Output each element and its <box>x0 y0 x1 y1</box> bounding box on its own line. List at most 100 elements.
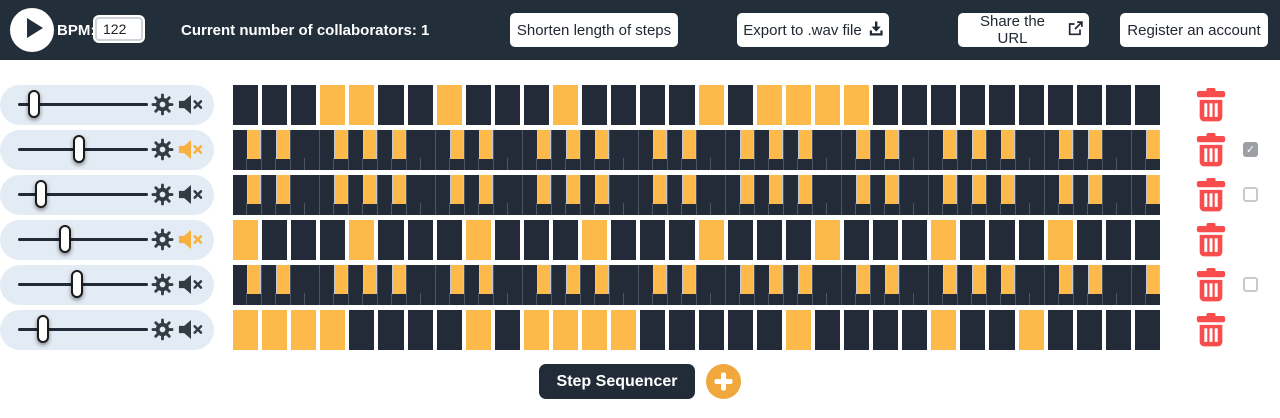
step-cell[interactable] <box>320 130 334 170</box>
step-cell[interactable] <box>378 220 404 260</box>
step-cell[interactable] <box>349 220 375 260</box>
step-cell[interactable] <box>582 310 608 350</box>
delete-track-button[interactable] <box>1196 178 1226 212</box>
step-cell[interactable] <box>784 265 798 305</box>
step-cell[interactable] <box>756 310 782 350</box>
step-cell[interactable] <box>960 220 986 260</box>
step-cell[interactable] <box>755 130 769 170</box>
step-cell[interactable] <box>1134 310 1160 350</box>
step-cell[interactable] <box>769 265 784 305</box>
step-cell[interactable] <box>247 265 262 305</box>
step-cell[interactable] <box>566 265 581 305</box>
step-cell[interactable] <box>640 220 666 260</box>
step-cell[interactable] <box>726 265 740 305</box>
step-cell[interactable] <box>755 265 769 305</box>
gear-icon[interactable] <box>151 138 174 161</box>
step-cell[interactable] <box>987 130 1001 170</box>
step-cell[interactable] <box>784 130 798 170</box>
step-cell[interactable] <box>1059 175 1074 215</box>
step-cell[interactable] <box>291 220 317 260</box>
track-checkbox[interactable]: ✓ <box>1243 142 1258 157</box>
step-cell[interactable] <box>582 85 608 125</box>
step-cell[interactable] <box>843 220 870 260</box>
step-cell[interactable] <box>1132 130 1146 170</box>
step-cell[interactable] <box>640 85 666 125</box>
step-cell[interactable] <box>784 175 798 215</box>
step-cell[interactable] <box>595 130 610 170</box>
step-cell[interactable] <box>611 310 637 350</box>
step-cell[interactable] <box>960 85 986 125</box>
step-cell[interactable] <box>349 175 363 215</box>
step-cell[interactable] <box>668 265 682 305</box>
step-cell[interactable] <box>885 175 900 215</box>
step-cell[interactable] <box>1074 130 1088 170</box>
step-cell[interactable] <box>1030 265 1045 305</box>
step-cell[interactable] <box>943 175 958 215</box>
step-cell[interactable] <box>1134 220 1160 260</box>
register-account-button[interactable]: Register an account <box>1120 13 1268 47</box>
step-cell[interactable] <box>900 175 914 215</box>
step-cell[interactable] <box>552 175 566 215</box>
step-cell[interactable] <box>1045 130 1059 170</box>
step-cell[interactable] <box>814 220 840 260</box>
step-cell[interactable] <box>262 130 276 170</box>
step-cell[interactable] <box>1047 310 1073 350</box>
step-cell[interactable] <box>785 220 811 260</box>
step-cell[interactable] <box>639 265 653 305</box>
step-cell[interactable] <box>523 310 550 350</box>
volume-slider[interactable] <box>18 135 148 165</box>
step-cell[interactable] <box>856 130 871 170</box>
step-cell[interactable] <box>436 220 462 260</box>
step-cell[interactable] <box>740 175 755 215</box>
step-cell[interactable] <box>929 265 943 305</box>
step-cell[interactable] <box>421 130 436 170</box>
step-cell[interactable] <box>479 130 494 170</box>
step-cell[interactable] <box>871 175 885 215</box>
step-cell[interactable] <box>624 175 639 215</box>
step-cell[interactable] <box>885 130 900 170</box>
step-cell[interactable] <box>291 130 305 170</box>
step-cell[interactable] <box>972 265 987 305</box>
step-cell[interactable] <box>523 130 537 170</box>
step-cell[interactable] <box>972 130 987 170</box>
step-cell[interactable] <box>537 130 552 170</box>
step-cell[interactable] <box>334 175 349 215</box>
step-cell[interactable] <box>871 265 885 305</box>
step-cell[interactable] <box>494 85 520 125</box>
step-cell[interactable] <box>363 265 378 305</box>
step-cell[interactable] <box>669 85 695 125</box>
step-cell[interactable] <box>1088 175 1103 215</box>
step-cell[interactable] <box>727 220 753 260</box>
step-cell[interactable] <box>1076 310 1102 350</box>
step-cell[interactable] <box>987 175 1001 215</box>
track-checkbox[interactable] <box>1243 277 1258 292</box>
step-cell[interactable] <box>523 265 537 305</box>
step-cell[interactable] <box>1076 220 1102 260</box>
step-cell[interactable] <box>305 265 320 305</box>
step-cell[interactable] <box>711 265 726 305</box>
step-cell[interactable] <box>1117 130 1132 170</box>
step-cell[interactable] <box>769 175 784 215</box>
step-cell[interactable] <box>740 265 755 305</box>
step-cell[interactable] <box>1001 265 1016 305</box>
step-cell[interactable] <box>987 265 1001 305</box>
step-cell[interactable] <box>669 220 695 260</box>
step-cell[interactable] <box>349 85 375 125</box>
step-cell[interactable] <box>436 310 462 350</box>
mute-icon[interactable] <box>178 139 204 160</box>
step-cell[interactable] <box>929 130 943 170</box>
step-cell[interactable] <box>873 310 899 350</box>
step-cell[interactable] <box>1146 130 1160 170</box>
step-cell[interactable] <box>349 130 363 170</box>
step-cell[interactable] <box>856 175 871 215</box>
mute-icon[interactable] <box>178 94 204 115</box>
step-cell[interactable] <box>711 175 726 215</box>
volume-slider[interactable] <box>18 270 148 300</box>
slider-thumb[interactable] <box>70 270 83 298</box>
step-cell[interactable] <box>900 130 914 170</box>
step-cell[interactable] <box>1016 265 1030 305</box>
mute-icon[interactable] <box>178 274 204 295</box>
step-cell[interactable] <box>1105 85 1131 125</box>
step-cell[interactable] <box>276 175 291 215</box>
step-cell[interactable] <box>450 130 465 170</box>
